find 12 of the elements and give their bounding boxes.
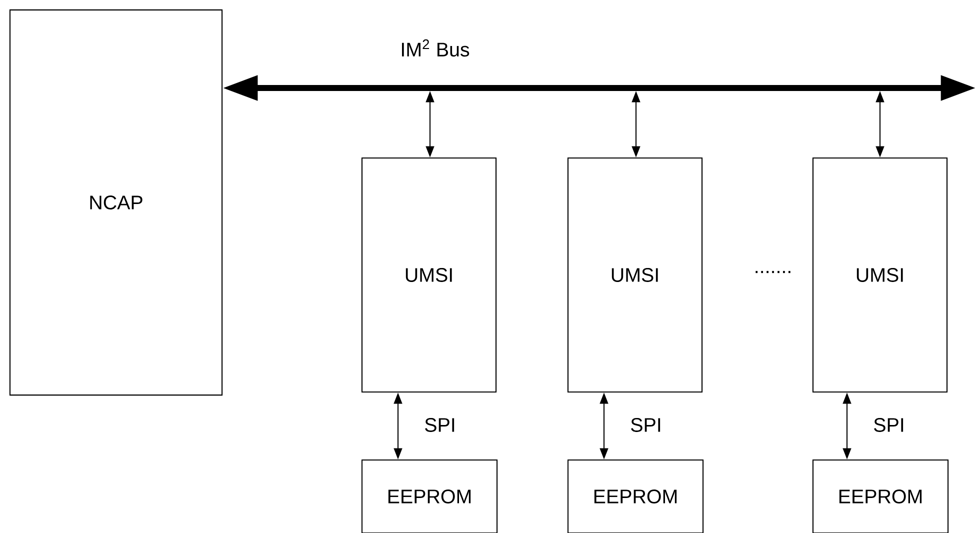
edge-label: SPI — [425, 418, 454, 432]
ncap-box: NCAP — [9, 9, 223, 396]
eeprom-box: EEPROM — [812, 459, 949, 533]
umsi-box: UMSI — [567, 157, 703, 393]
edge-label: SPI — [631, 418, 660, 432]
edge-label: SPI — [874, 418, 904, 432]
eeprom-box: EEPROM — [567, 459, 704, 533]
umsi-box: UMSI — [812, 157, 948, 393]
umsi-box: UMSI — [361, 157, 497, 393]
eeprom-box: EEPROM — [361, 459, 498, 533]
edge-label: IM$^{2}$ Bus — [402, 39, 470, 57]
ellipsis-label: ....... — [756, 270, 790, 274]
